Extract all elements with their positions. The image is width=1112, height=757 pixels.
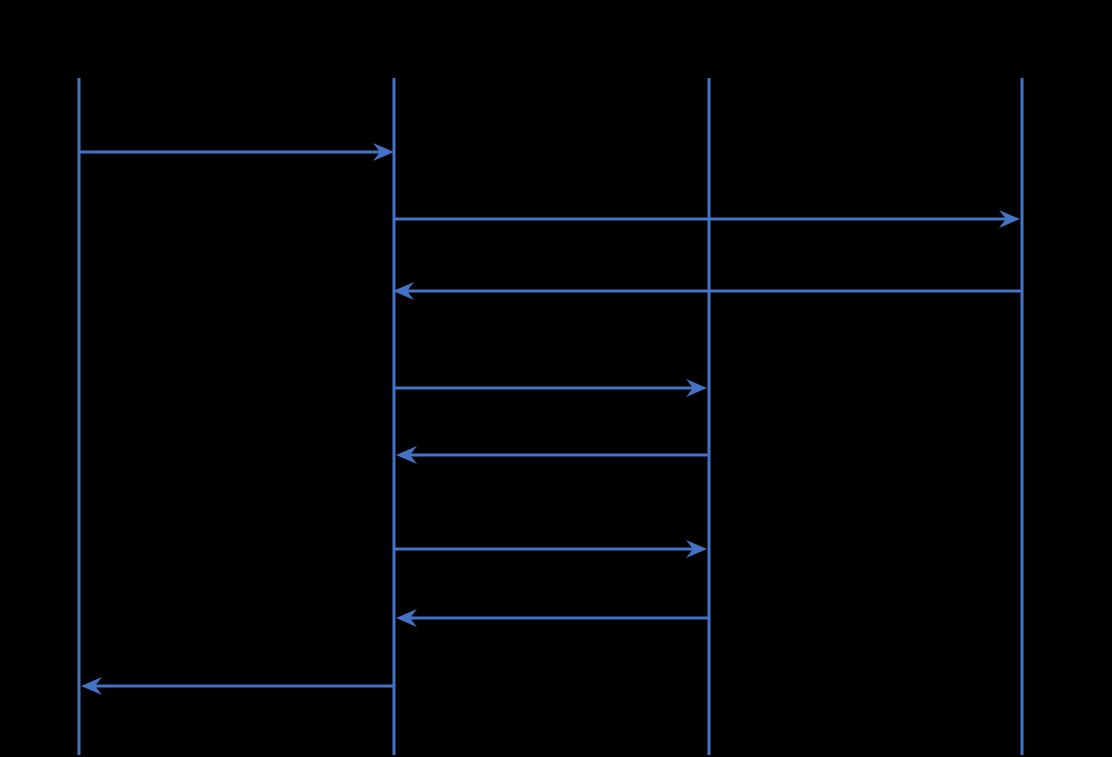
message-6 — [394, 540, 707, 558]
arrowhead-icon — [373, 143, 394, 161]
arrowhead-icon — [999, 210, 1020, 228]
message-3 — [393, 282, 1022, 300]
arrowhead-icon — [81, 677, 102, 695]
message-4 — [394, 379, 707, 397]
message-2 — [394, 210, 1020, 228]
arrowhead-icon — [686, 540, 707, 558]
arrowhead-icon — [393, 282, 414, 300]
arrowhead-icon — [686, 379, 707, 397]
message-5 — [396, 446, 709, 464]
arrowhead-icon — [396, 609, 417, 627]
message-8 — [81, 677, 394, 695]
message-7 — [396, 609, 709, 627]
message-1 — [79, 143, 394, 161]
arrowhead-icon — [396, 446, 417, 464]
